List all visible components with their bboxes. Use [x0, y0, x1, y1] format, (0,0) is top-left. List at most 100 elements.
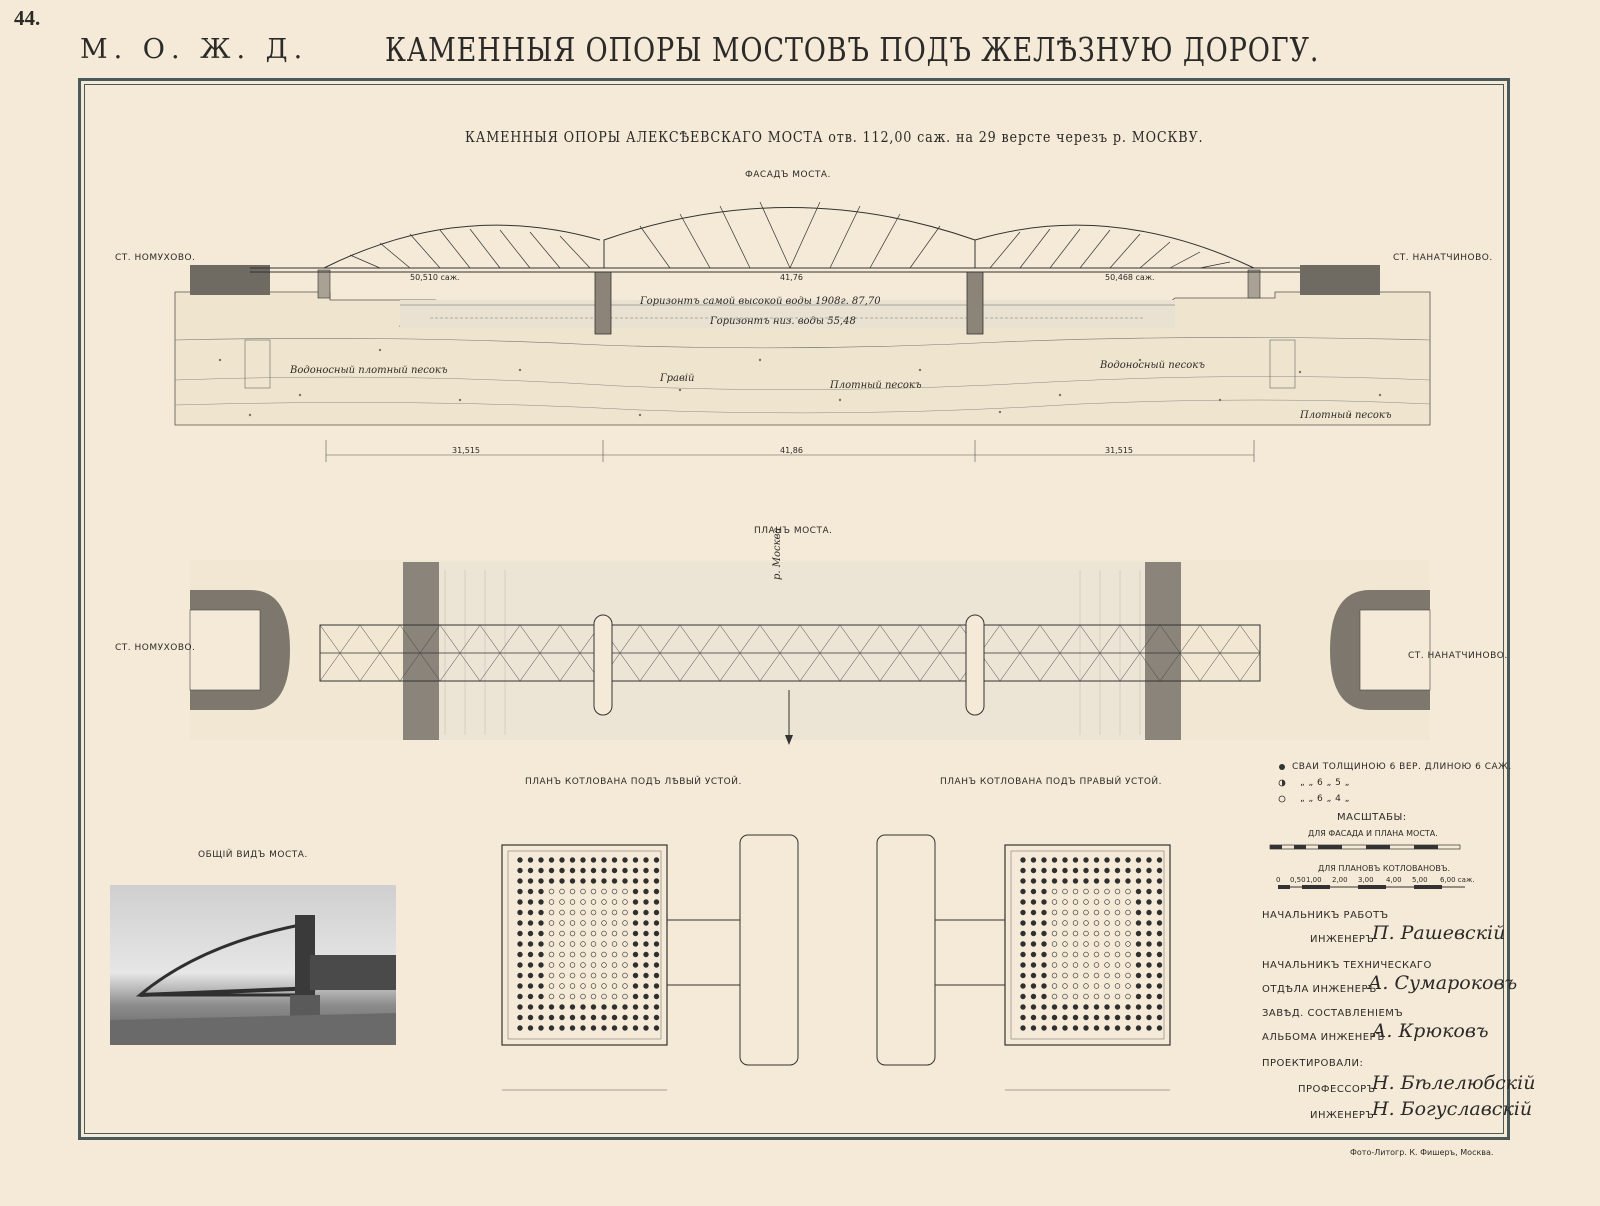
- pile-mark: [548, 941, 555, 947]
- pile-mark: [590, 1025, 597, 1031]
- pile-mark: [1062, 909, 1068, 916]
- pile-mark: [1135, 909, 1142, 916]
- pile-mark: [1135, 972, 1142, 979]
- pile-mark: [580, 951, 586, 958]
- pile-mark: [1062, 899, 1068, 905]
- pile-mark: [569, 920, 576, 926]
- pile-mark: [1030, 993, 1037, 1000]
- pile-mark: [643, 951, 649, 958]
- pile-mark: [653, 930, 660, 937]
- pile-mark: [569, 867, 576, 874]
- pile-mark: [1114, 1014, 1121, 1021]
- pile-mark: [1030, 920, 1037, 926]
- pile-mark: [611, 920, 618, 926]
- pile-mark: [590, 888, 597, 895]
- pile-mark: [517, 920, 523, 926]
- sig2-role1: НАЧАЛЬНИКЪ ТЕХНИЧЕСКАГО: [1262, 960, 1432, 971]
- pile-mark: [1104, 930, 1110, 937]
- pile-mark: [601, 909, 607, 916]
- pile-mark: [653, 941, 660, 947]
- pile-mark: [1125, 857, 1131, 863]
- pile-mark: [632, 909, 639, 916]
- pile-mark: [527, 867, 534, 874]
- bridge-photo: [110, 885, 396, 1045]
- pile-mark: [1083, 941, 1089, 947]
- pile-mark: [580, 888, 586, 895]
- pile-mark: [1072, 930, 1079, 937]
- pile-mark: [1083, 983, 1089, 989]
- pile-mark: [643, 930, 649, 937]
- pile-mark: [1104, 993, 1110, 1000]
- pile-mark: [622, 962, 628, 968]
- scale2-tick-label: 2,00: [1332, 876, 1348, 884]
- sig4-name: Н. Бѣлелюбскій: [1372, 1072, 1536, 1094]
- pile-mark: [1146, 1014, 1152, 1021]
- pile-mark: [1104, 1014, 1110, 1021]
- pile-mark: [538, 867, 544, 874]
- pile-mark: [517, 878, 523, 884]
- pile-mark: [538, 983, 544, 989]
- pile-mark: [643, 972, 649, 979]
- pile-mark: [559, 983, 565, 989]
- pile-mark: [1083, 962, 1089, 968]
- pile-mark: [590, 941, 597, 947]
- pile-mark: [632, 983, 639, 989]
- pile-mark: [1125, 1014, 1131, 1021]
- pile-mark: [1125, 1004, 1131, 1010]
- pile-mark: [1051, 993, 1058, 1000]
- pile-mark: [611, 888, 618, 895]
- pile-mark: [1093, 1004, 1100, 1010]
- bridge-photo-illustration: [110, 915, 396, 1045]
- pile-mark: [1020, 899, 1026, 905]
- pile-mark: [1114, 920, 1121, 926]
- plan-station-left: СТ. НОМУХОВО.: [115, 643, 196, 653]
- pile-mark: [1156, 941, 1163, 947]
- pile-mark: [517, 857, 523, 863]
- pile-mark: [1020, 972, 1026, 979]
- pile-mark: [569, 878, 576, 884]
- pile-mark: [643, 1004, 649, 1010]
- pile-mark: [559, 930, 565, 937]
- pile-mark: [643, 920, 649, 926]
- facade-station-right: СТ. НАНАТЧИНОВО.: [1393, 253, 1493, 263]
- pile-mark: [632, 993, 639, 1000]
- pit-left-title: ПЛАНЪ КОТЛОВАНА ПОДЪ ЛѢВЫЙ УСТОЙ.: [525, 777, 742, 787]
- legend-symbols: [1278, 764, 1286, 803]
- pile-mark: [1104, 983, 1110, 989]
- pile-mark: [1114, 993, 1121, 1000]
- pile-mark: [1125, 867, 1131, 874]
- pile-mark: [569, 941, 576, 947]
- pile-mark: [1062, 1025, 1068, 1031]
- pile-mark: [548, 1025, 555, 1031]
- pile-mark: [1114, 899, 1121, 905]
- pile-mark: [569, 993, 576, 1000]
- pile-mark: [1156, 951, 1163, 958]
- pile-mark: [1041, 1004, 1047, 1010]
- pile-mark: [1135, 951, 1142, 958]
- pile-mark: [517, 930, 523, 937]
- pile-symbol-open: [1278, 795, 1286, 803]
- pile-mark: [1156, 930, 1163, 937]
- legend-scale1-label: ДЛЯ ФАСАДА И ПЛАНА МОСТА.: [1308, 829, 1438, 838]
- pile-mark: [1020, 1025, 1026, 1031]
- pile-mark: [643, 962, 649, 968]
- pile-mark: [527, 899, 534, 905]
- pile-mark: [611, 930, 618, 937]
- plan-river-label: р. Москва: [772, 527, 783, 580]
- pile-mark: [527, 983, 534, 989]
- pile-mark: [653, 909, 660, 916]
- pile-mark: [653, 1014, 660, 1021]
- pile-mark: [559, 993, 565, 1000]
- pile-mark: [517, 972, 523, 979]
- pile-mark: [1093, 888, 1100, 895]
- pile-mark: [1156, 909, 1163, 916]
- pile-mark: [611, 867, 618, 874]
- pile-mark: [611, 972, 618, 979]
- pile-mark: [1041, 930, 1047, 937]
- pile-mark: [1135, 941, 1142, 947]
- pile-mark: [1030, 972, 1037, 979]
- pile-mark: [580, 1025, 586, 1031]
- pile-mark: [1062, 857, 1068, 863]
- pile-mark: [653, 888, 660, 895]
- facade-dim-mid: 41,86: [780, 446, 803, 455]
